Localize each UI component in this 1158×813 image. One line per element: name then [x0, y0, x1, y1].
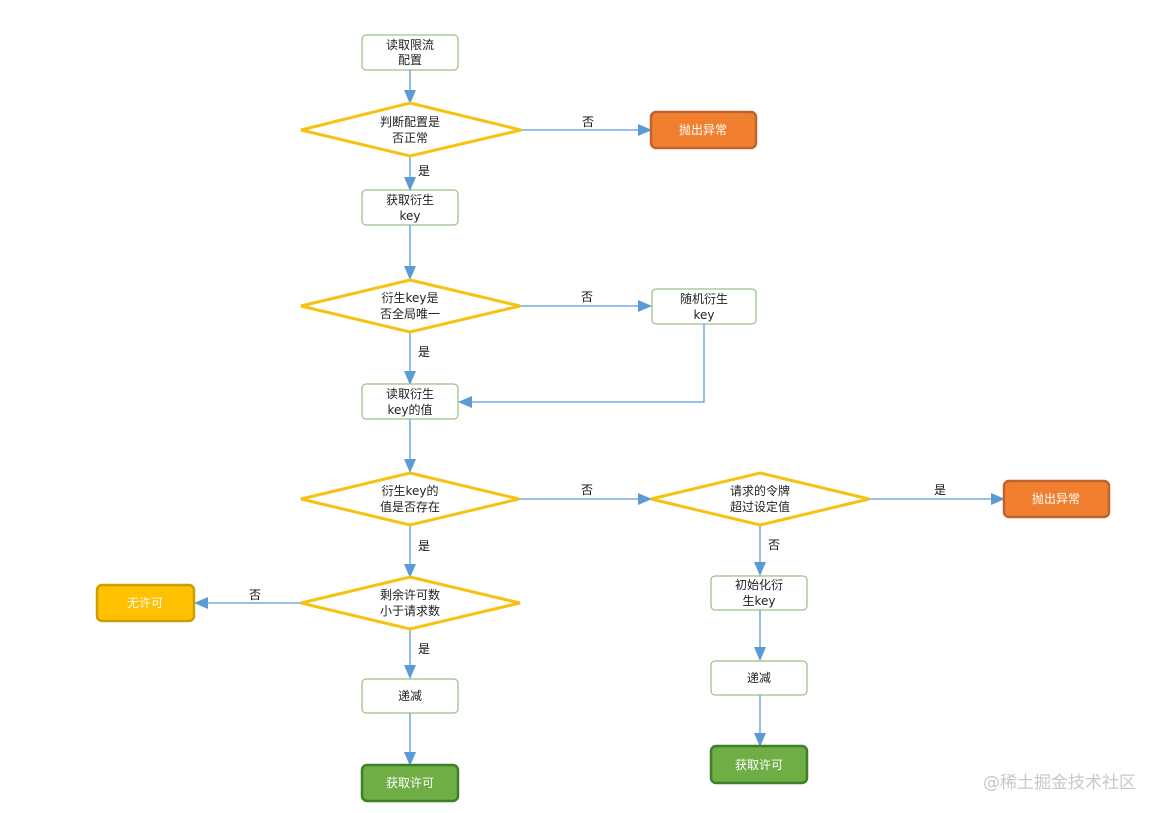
node-text-line: 否正常 [392, 131, 428, 145]
node-random-key: 随机衍生 key [651, 288, 757, 325]
node-grant-left: 获取许可 [360, 763, 460, 803]
node-text-line: 剩余许可数 [380, 587, 440, 602]
node-read-key-value: 读取衍生 key的值 [361, 383, 459, 420]
node-text-line: key [399, 209, 420, 223]
node-throw-exception-2: 抛出异常 [1002, 479, 1111, 519]
node-text-line: 请求的令牌 [730, 483, 790, 498]
node-check-exists: 衍生key的 值是否存在 [300, 471, 520, 527]
label-unique-yes: 是 [418, 345, 430, 359]
node-text-line: 随机衍生 [680, 291, 728, 306]
node-text-line: 衍生key的 [381, 483, 438, 498]
watermark: @稀土掘金技术社区 [983, 773, 1136, 793]
label-tokens-yes: 是 [934, 483, 946, 497]
node-text-line: 读取限流 [386, 38, 434, 52]
edges [194, 70, 1005, 766]
label-exists-yes: 是 [418, 539, 430, 553]
node-text-line: 无许可 [127, 596, 163, 610]
node-decrement-right: 递减 [710, 660, 808, 696]
node-text-line: 获取许可 [735, 758, 783, 772]
node-text-line: 抛出异常 [679, 122, 727, 137]
node-get-derived-key: 获取衍生 key [361, 189, 459, 226]
node-text-line: 超过设定值 [730, 499, 790, 514]
node-text-line: 判断配置是 [380, 114, 440, 129]
node-text-line: 抛出异常 [1032, 491, 1080, 506]
label-config-no: 否 [582, 115, 594, 129]
node-text-line: 递减 [747, 671, 771, 685]
node-text-line: 获取许可 [386, 776, 434, 790]
edge-random-key-to-read [458, 324, 705, 408]
nodes: 读取限流 配置 获取衍生 key 随机衍生 key 读取衍生 key的值 初始化… [95, 34, 1111, 803]
node-throw-exception-1: 抛出异常 [649, 110, 758, 150]
node-text-line: key [693, 308, 714, 322]
node-check-config: 判断配置是 否正常 [300, 101, 522, 158]
node-text-line: 生key [742, 594, 775, 608]
node-text-line: 读取衍生 [386, 387, 434, 401]
node-text-line: 递减 [398, 689, 422, 703]
node-check-tokens: 请求的令牌 超过设定值 [650, 471, 870, 527]
node-grant-right: 获取许可 [709, 744, 809, 785]
node-text-line: key的值 [387, 402, 432, 417]
node-text-line: 配置 [398, 53, 422, 67]
label-unique-no: 否 [581, 290, 593, 304]
node-check-unique: 衍生key是 否全局唯一 [300, 278, 521, 334]
label-exists-no: 否 [581, 483, 593, 497]
node-decrement-left: 递减 [361, 678, 459, 714]
label-remaining-no: 否 [249, 588, 261, 602]
node-text-line: 衍生key是 [381, 291, 438, 305]
node-text-line: 获取衍生 [386, 193, 434, 207]
node-text-line: 小于请求数 [380, 603, 440, 618]
node-no-permit: 无许可 [95, 583, 196, 623]
label-remaining-yes: 是 [418, 642, 430, 656]
node-init-key: 初始化衍 生key [710, 575, 808, 611]
node-text-line: 值是否存在 [380, 499, 440, 514]
node-text-line: 否全局唯一 [380, 306, 440, 321]
node-read-config: 读取限流 配置 [361, 34, 459, 71]
edge-labels: 否 是 否 是 否 是 否 是 否 是 [249, 115, 946, 656]
label-config-yes: 是 [418, 164, 430, 178]
node-text-line: 初始化衍 [735, 578, 783, 592]
label-tokens-no: 否 [768, 538, 780, 552]
node-check-remaining: 剩余许可数 小于请求数 [300, 575, 521, 631]
